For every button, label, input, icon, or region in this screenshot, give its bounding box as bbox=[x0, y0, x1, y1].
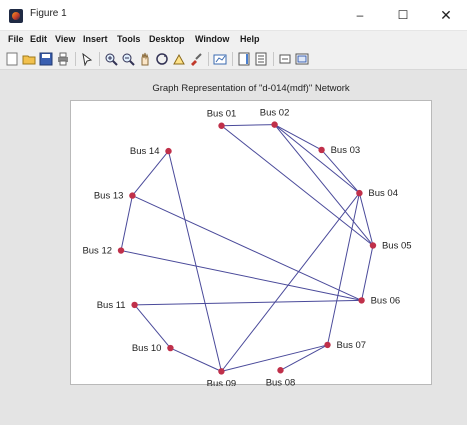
graph-edge bbox=[168, 150, 222, 372]
insert-colorbar-icon[interactable] bbox=[237, 52, 251, 66]
graph-node bbox=[167, 344, 174, 352]
toolbar-separator bbox=[208, 52, 209, 66]
graph-node bbox=[356, 189, 363, 197]
graph-edge bbox=[134, 299, 362, 306]
node-label: Bus 14 bbox=[130, 146, 160, 157]
node-label: Bus 01 bbox=[207, 109, 237, 120]
toolbar-separator bbox=[75, 52, 76, 66]
zoom-out-icon[interactable] bbox=[121, 52, 135, 66]
graph-node bbox=[165, 147, 172, 155]
graph-edge bbox=[358, 192, 374, 246]
title-bar[interactable]: Figure 1 – ☐ ✕ bbox=[0, 0, 467, 31]
node-label: Bus 04 bbox=[368, 188, 398, 199]
menu-tools[interactable]: Tools bbox=[117, 34, 141, 44]
hide-plot-tools-icon[interactable] bbox=[278, 52, 292, 66]
show-plot-tools-icon[interactable] bbox=[295, 52, 309, 66]
graph-node bbox=[369, 242, 377, 249]
menu-window[interactable]: Window bbox=[195, 34, 230, 44]
node-label: Bus 07 bbox=[337, 340, 367, 351]
menu-insert[interactable]: Insert bbox=[83, 34, 108, 44]
axes[interactable]: Bus 01 Bus 02 Bus 03 Bus 04 Bus 05 Bus 06 Bus … bbox=[70, 100, 432, 386]
graph-node bbox=[117, 247, 125, 254]
matlab-logo-icon bbox=[9, 9, 23, 23]
print-icon[interactable] bbox=[56, 52, 70, 66]
graph-node bbox=[129, 192, 136, 199]
edit-plot-icon[interactable] bbox=[80, 52, 94, 66]
node-label: Bus 06 bbox=[371, 295, 401, 306]
graph-edge bbox=[134, 304, 171, 349]
menu-help[interactable]: Help bbox=[240, 34, 260, 44]
graph-edge bbox=[274, 124, 374, 246]
graph-node bbox=[218, 122, 225, 129]
graph-node bbox=[218, 368, 225, 375]
graph-edge bbox=[120, 195, 133, 251]
graph-edge bbox=[274, 124, 322, 151]
graph-edge bbox=[274, 124, 360, 194]
graph-edge bbox=[221, 344, 328, 372]
node-label: Bus 12 bbox=[82, 246, 112, 257]
graph-edge bbox=[221, 192, 360, 372]
graph-edge bbox=[361, 245, 374, 301]
graph-node bbox=[277, 367, 284, 374]
graph-node bbox=[131, 301, 138, 309]
maximize-button[interactable]: ☐ bbox=[397, 8, 409, 22]
pan-icon[interactable] bbox=[138, 52, 152, 66]
node-label: Bus 08 bbox=[266, 377, 296, 386]
network-graph: Bus 01 Bus 02 Bus 03 Bus 04 Bus 05 Bus 06 Bus … bbox=[82, 108, 412, 386]
node-label: Bus 11 bbox=[97, 300, 126, 311]
graph-node bbox=[318, 146, 325, 154]
graph-edge bbox=[170, 347, 222, 372]
window-title: Figure 1 bbox=[30, 8, 67, 19]
graph-edge bbox=[132, 195, 362, 301]
brush-icon[interactable] bbox=[189, 52, 203, 66]
graph-edge bbox=[132, 150, 169, 196]
zoom-in-icon[interactable] bbox=[104, 52, 118, 66]
node-label: Bus 09 bbox=[207, 378, 237, 386]
insert-legend-icon[interactable] bbox=[254, 52, 268, 66]
node-label: Bus 03 bbox=[331, 145, 361, 156]
minimize-button[interactable]: – bbox=[356, 8, 364, 22]
save-icon[interactable] bbox=[39, 52, 53, 66]
open-file-icon[interactable] bbox=[22, 52, 36, 66]
figure-canvas: Graph Representation of "d-014(mdf)" Net… bbox=[0, 70, 467, 425]
graph-node bbox=[324, 341, 331, 349]
menu-view[interactable]: View bbox=[55, 34, 76, 44]
node-label: Bus 13 bbox=[94, 191, 124, 202]
graph-edge bbox=[120, 250, 362, 301]
menu-bar: File Edit View Insert Tools Desktop Wind… bbox=[0, 31, 467, 49]
close-button[interactable]: ✕ bbox=[440, 7, 452, 23]
link-plot-icon[interactable] bbox=[213, 52, 227, 66]
graph-edge bbox=[327, 192, 360, 346]
toolbar-separator bbox=[232, 52, 233, 66]
toolbar-separator bbox=[273, 52, 274, 66]
graph-edge bbox=[221, 124, 275, 127]
node-label: Bus 10 bbox=[132, 343, 162, 354]
menu-desktop[interactable]: Desktop bbox=[149, 34, 185, 44]
graph-edge bbox=[221, 125, 374, 246]
graph-edge bbox=[280, 344, 328, 371]
graph-node bbox=[271, 121, 278, 128]
node-label: Bus 02 bbox=[260, 108, 290, 119]
graph-edge bbox=[321, 149, 360, 194]
toolbar bbox=[0, 49, 467, 70]
menu-file[interactable]: File bbox=[8, 34, 24, 44]
toolbar-separator bbox=[99, 52, 100, 66]
new-figure-icon[interactable] bbox=[5, 52, 19, 66]
menu-edit[interactable]: Edit bbox=[30, 34, 47, 44]
rotate-3d-icon[interactable] bbox=[155, 52, 169, 66]
node-label: Bus 05 bbox=[382, 240, 412, 251]
plot-title: Graph Representation of "d-014(mdf)" Net… bbox=[152, 83, 350, 94]
graph-node bbox=[358, 297, 365, 304]
data-cursor-icon[interactable] bbox=[172, 52, 186, 66]
